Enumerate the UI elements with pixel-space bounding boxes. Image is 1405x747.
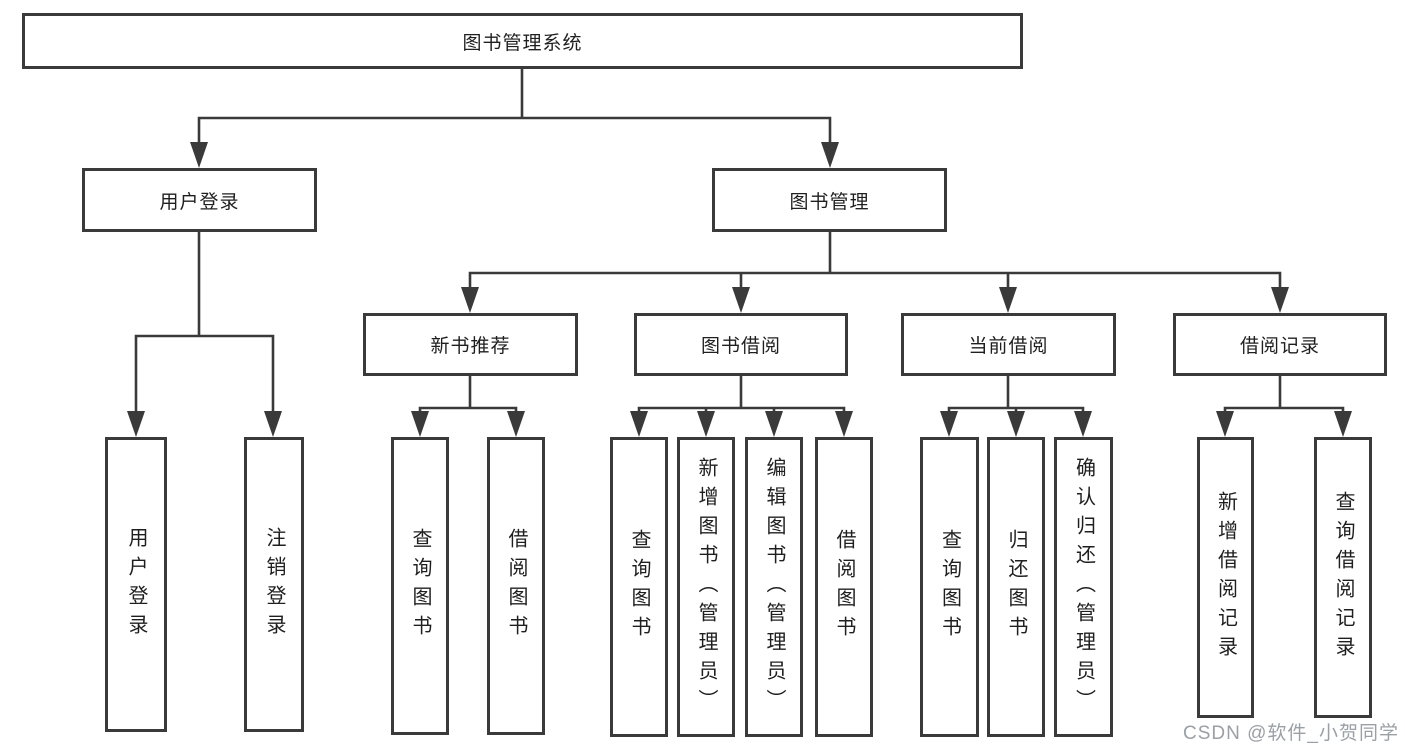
connector-newbook-to-leaves xyxy=(418,374,518,413)
node-label: 新书推荐 xyxy=(430,336,511,357)
node-label: 借阅图书 xyxy=(833,529,855,645)
node-label: 归还图书 xyxy=(1005,529,1027,645)
node-label: 新增借阅记录 xyxy=(1214,490,1237,665)
leaf-borrow-books: 借阅图书 xyxy=(815,437,873,737)
node-label: 图书管理 xyxy=(789,191,870,213)
leaf-logout: 注销登录 xyxy=(244,437,304,732)
node-book-management: 图书管理 xyxy=(712,168,947,232)
connector-userlogin-to-leaves xyxy=(134,230,275,413)
node-label: 注销登录 xyxy=(263,526,285,643)
leaf-borrow-books: 借阅图书 xyxy=(487,437,545,735)
node-current-borrowing: 当前借阅 xyxy=(901,313,1116,376)
node-borrowing-records: 借阅记录 xyxy=(1173,313,1387,376)
connector-records-to-leaves xyxy=(1223,374,1345,413)
node-label: 图书管理系统 xyxy=(462,32,583,54)
node-label: 用户登录 xyxy=(125,526,147,643)
csdn-watermark: CSDN @软件_小贺同学 xyxy=(1183,723,1399,744)
leaf-query-books: 查询图书 xyxy=(391,437,449,735)
node-label: 确认归还（管理员） xyxy=(1072,456,1095,718)
arrowheads xyxy=(127,142,1352,437)
node-label: 借阅图书 xyxy=(505,528,527,644)
leaf-query-books: 查询图书 xyxy=(920,437,979,737)
node-label: 查询图书 xyxy=(628,529,650,645)
connector-bookmgmt-to-level3 xyxy=(468,230,1282,289)
leaf-query-books: 查询图书 xyxy=(610,437,668,737)
leaf-query-borrow-record: 查询借阅记录 xyxy=(1314,437,1372,718)
node-library-management-system: 图书管理系统 xyxy=(22,13,1023,69)
node-label: 新增图书（管理员） xyxy=(695,456,717,718)
leaf-add-books-admin: 新增图书（管理员） xyxy=(677,437,735,737)
leaf-return-books: 归还图书 xyxy=(987,437,1045,737)
node-label: 编辑图书（管理员） xyxy=(763,456,785,718)
leaf-add-borrow-record: 新增借阅记录 xyxy=(1197,437,1254,718)
connector-current-to-leaves xyxy=(947,374,1085,413)
leaf-user-login: 用户登录 xyxy=(105,437,167,732)
connector-root-to-level2 xyxy=(197,67,832,143)
leaf-edit-books-admin: 编辑图书（管理员） xyxy=(745,437,803,737)
node-user-login: 用户登录 xyxy=(82,168,317,232)
node-label: 当前借阅 xyxy=(968,336,1049,357)
node-book-borrowing: 图书借阅 xyxy=(634,313,848,376)
node-new-book-recommend: 新书推荐 xyxy=(363,313,578,376)
node-label: 查询图书 xyxy=(409,528,431,644)
node-label: 图书借阅 xyxy=(700,336,781,357)
leaf-confirm-return-admin: 确认归还（管理员） xyxy=(1054,437,1113,737)
node-label: 查询借阅记录 xyxy=(1332,490,1354,665)
node-label: 查询图书 xyxy=(938,529,961,645)
node-label: 借阅记录 xyxy=(1239,336,1320,357)
node-label: 用户登录 xyxy=(159,191,240,213)
connector-borrow-to-leaves xyxy=(637,374,846,413)
